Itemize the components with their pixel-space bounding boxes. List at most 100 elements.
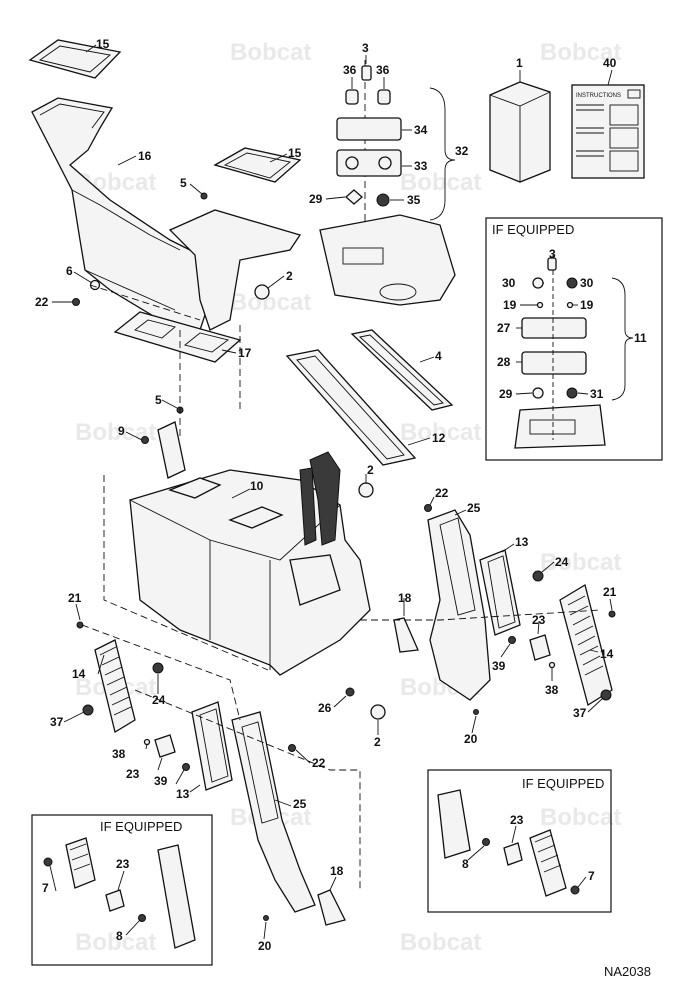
callout-27: 27: [497, 321, 511, 335]
callout-39: 39: [154, 774, 168, 788]
callout-19: 19: [580, 298, 594, 312]
clamp-2-lower: [370, 704, 386, 720]
callout-18: 18: [330, 864, 344, 878]
clip: [138, 914, 146, 922]
callout-7: 7: [588, 869, 595, 883]
callout-5: 5: [180, 176, 187, 190]
drawing-code: NA2038: [604, 964, 651, 979]
handle-18-left: [317, 889, 346, 926]
washer-38-left: [143, 738, 151, 746]
nut-9: [141, 436, 149, 444]
callout-28: 28: [497, 355, 511, 369]
if-equipped-title: IF EQUIPPED: [100, 819, 182, 834]
lens-3: [361, 65, 372, 81]
callout-18: 18: [398, 591, 412, 605]
pin: [566, 301, 574, 309]
callout-16: 16: [138, 149, 152, 163]
watermark: Bobcat: [230, 289, 311, 316]
knob: [43, 857, 53, 867]
callout-13: 13: [176, 787, 190, 801]
watermark: Bobcat: [75, 929, 156, 956]
callout-37: 37: [573, 706, 587, 720]
callout-11: 11: [634, 331, 647, 345]
callout-29: 29: [309, 192, 323, 206]
box-1: [489, 81, 551, 183]
side-panel-25-left: [231, 711, 316, 913]
screw-5: [200, 192, 208, 200]
callout-23: 23: [116, 857, 130, 871]
callout-20: 20: [464, 732, 478, 746]
callout-20: 20: [258, 939, 272, 953]
duct-filter-15-top: [28, 39, 122, 79]
switch-35: [376, 193, 390, 207]
callout-9: 9: [118, 424, 125, 438]
watermark: Bobcat: [540, 804, 621, 831]
nut-22-right: [424, 504, 432, 512]
switch: [566, 387, 578, 399]
clamp-2: [254, 284, 270, 300]
screw-21-right: [608, 610, 616, 618]
grille-14-left: [94, 639, 136, 734]
outlet-duct: [168, 209, 302, 331]
callout-24: 24: [152, 693, 166, 707]
knob-37-right: [600, 689, 612, 701]
callout-34: 34: [414, 123, 428, 137]
callout-21: 21: [603, 585, 617, 599]
callout-4: 4: [435, 349, 442, 363]
callout-26: 26: [318, 701, 332, 715]
washer-6: [89, 279, 101, 291]
nut-22-lower: [288, 744, 296, 752]
plate: [521, 351, 587, 375]
filter-4: [350, 329, 454, 411]
bracket-32: [429, 87, 456, 221]
if-equipped-title: IF EQUIPPED: [492, 222, 574, 237]
callout-23: 23: [510, 813, 524, 827]
callout-1: 1: [516, 56, 523, 70]
callout-10: 10: [250, 479, 264, 493]
callout-3: 3: [362, 41, 369, 55]
watermark: Bobcat: [540, 549, 621, 576]
callout-2: 2: [286, 269, 293, 283]
filter-13-right: [479, 549, 521, 636]
lens: [547, 257, 557, 271]
watermark: Bobcat: [400, 929, 481, 956]
callout-7: 7: [42, 881, 49, 895]
callout-17: 17: [238, 346, 252, 360]
screw-20-lower: [263, 915, 269, 921]
switch-hole: [378, 156, 392, 170]
plug-29: [345, 189, 363, 205]
side-panel-25-right: [427, 509, 491, 701]
knob-37-left: [82, 704, 94, 716]
callout-30: 30: [580, 276, 594, 290]
callout-8: 8: [462, 857, 469, 871]
callout-13: 13: [515, 535, 529, 549]
watermark: Bobcat: [400, 169, 481, 196]
callout-29: 29: [499, 387, 513, 401]
instructions-40: INSTRUCTIONS: [571, 84, 645, 179]
callout-19: 19: [503, 298, 517, 312]
panel: [514, 404, 606, 449]
knob-36-right: [377, 89, 391, 105]
screw-20-right: [473, 709, 479, 715]
callout-22: 22: [35, 295, 49, 309]
if-equipped-box-left: IF EQUIPPED: [31, 814, 213, 966]
callout-36: 36: [376, 63, 390, 77]
switch-hole: [345, 156, 359, 170]
callout-21: 21: [68, 591, 82, 605]
pin: [536, 301, 544, 309]
callout-33: 33: [414, 159, 428, 173]
knob: [570, 885, 580, 895]
callout-30: 30: [502, 276, 516, 290]
callout-36: 36: [343, 63, 357, 77]
callout-2: 2: [367, 463, 374, 477]
grille-14-right: [559, 583, 613, 707]
callout-5: 5: [155, 393, 162, 407]
callout-6: 6: [66, 264, 73, 278]
watermark: Bobcat: [400, 419, 481, 446]
plate-23-right: [529, 634, 551, 661]
plug: [532, 387, 544, 399]
if-equipped-title: IF EQUIPPED: [522, 776, 604, 791]
filter-12: [285, 349, 417, 466]
callout-23: 23: [126, 767, 140, 781]
